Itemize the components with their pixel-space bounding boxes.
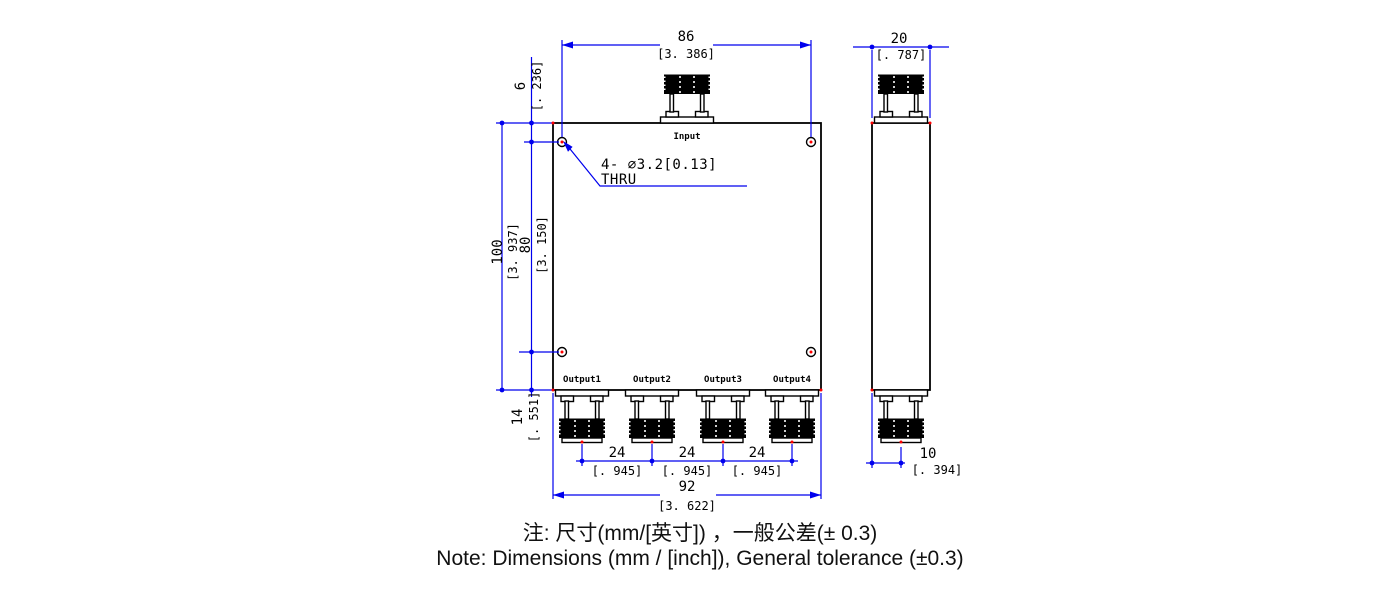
dim-24-1-mm: 24 [609, 445, 626, 461]
input-connector [659, 73, 715, 124]
note-line-zh: 注: 尺寸(mm/[英寸]) ，一般公差(± 0.3) [522, 522, 878, 545]
dim-6-mm: 6 [513, 82, 529, 90]
output-port-label-2: Output2 [633, 375, 671, 385]
arrow-right-icon [810, 491, 821, 499]
output-connector-1 [554, 389, 610, 444]
dim-92-inch: [3. 622] [658, 499, 716, 513]
hole-callout-line2: THRU [601, 172, 637, 188]
note-line-en: Note: Dimensions (mm / [inch]), General … [436, 547, 964, 570]
dim-24-3-mm: 24 [749, 445, 766, 461]
output-connector-3 [695, 389, 751, 444]
front-view: Input Output1 Output2 Output3 Output4 [552, 73, 822, 444]
arrow-left-icon [562, 41, 573, 49]
side-output-connector [873, 389, 929, 444]
output-connector-2 [624, 389, 680, 444]
output-port-label-4: Output4 [773, 375, 812, 385]
hole-callout-line1: 4- ⌀3.2[0.13] [601, 157, 717, 173]
dim-14-inch: [. 551] [527, 392, 541, 443]
dim-side-port-offset: 10 [. 394] [866, 393, 962, 477]
side-view-body [871, 122, 931, 391]
dim-overall-width: 92 [3. 622] [552, 393, 822, 513]
dim-overall-height: 100 [3. 937] [490, 120, 553, 393]
dim-92-mm: 92 [679, 479, 696, 495]
output-port-label-3: Output3 [704, 375, 742, 385]
dim-20-mm: 20 [891, 31, 908, 47]
input-port-label: Input [673, 132, 700, 142]
front-view-body [552, 122, 822, 391]
dim-10-inch: [. 394] [912, 463, 963, 477]
dim-100-inch: [3. 937] [506, 223, 520, 281]
dim-chain-left: 6 [. 236] 80 [3. 150] 14 [. 551] [510, 57, 559, 442]
dim-24-1-inch: [. 945] [592, 464, 643, 478]
dim-24-2-mm: 24 [679, 445, 696, 461]
output-port-label-1: Output1 [563, 375, 601, 385]
dim-hole-span-horizontal: 86 [3. 386] [561, 29, 812, 137]
dim-24-3-inch: [. 945] [732, 464, 783, 478]
dim-side-width: 20 [. 787] [853, 31, 949, 118]
arrow-left-icon [553, 491, 564, 499]
side-input-connector [873, 73, 929, 124]
dim-port-pitches: 24 [. 945] 24 [. 945] 24 [. 945] [576, 444, 798, 478]
dim-100-mm: 100 [490, 239, 506, 264]
output-connector-4 [764, 389, 820, 444]
dim-6-inch: [. 236] [530, 61, 544, 112]
notes-block: 注: 尺寸(mm/[英寸]) ，一般公差(± 0.3) Note: Dimens… [0, 521, 1400, 571]
dim-86-inch: [3. 386] [657, 47, 715, 61]
dim-24-2-inch: [. 945] [662, 464, 713, 478]
dim-86-mm: 86 [678, 29, 695, 45]
dim-80-inch: [3. 150] [535, 216, 549, 274]
leader-arrow-icon [563, 141, 573, 152]
defpoint-markers [551, 121, 932, 444]
dim-10-mm: 10 [920, 446, 937, 462]
dim-20-inch: [. 787] [876, 48, 927, 62]
side-view [871, 73, 931, 444]
dim-14-mm: 14 [510, 409, 526, 426]
dim-80-mm: 80 [518, 237, 534, 254]
arrow-right-icon [800, 41, 811, 49]
hole-callout: 4- ⌀3.2[0.13] THRU [563, 141, 747, 188]
